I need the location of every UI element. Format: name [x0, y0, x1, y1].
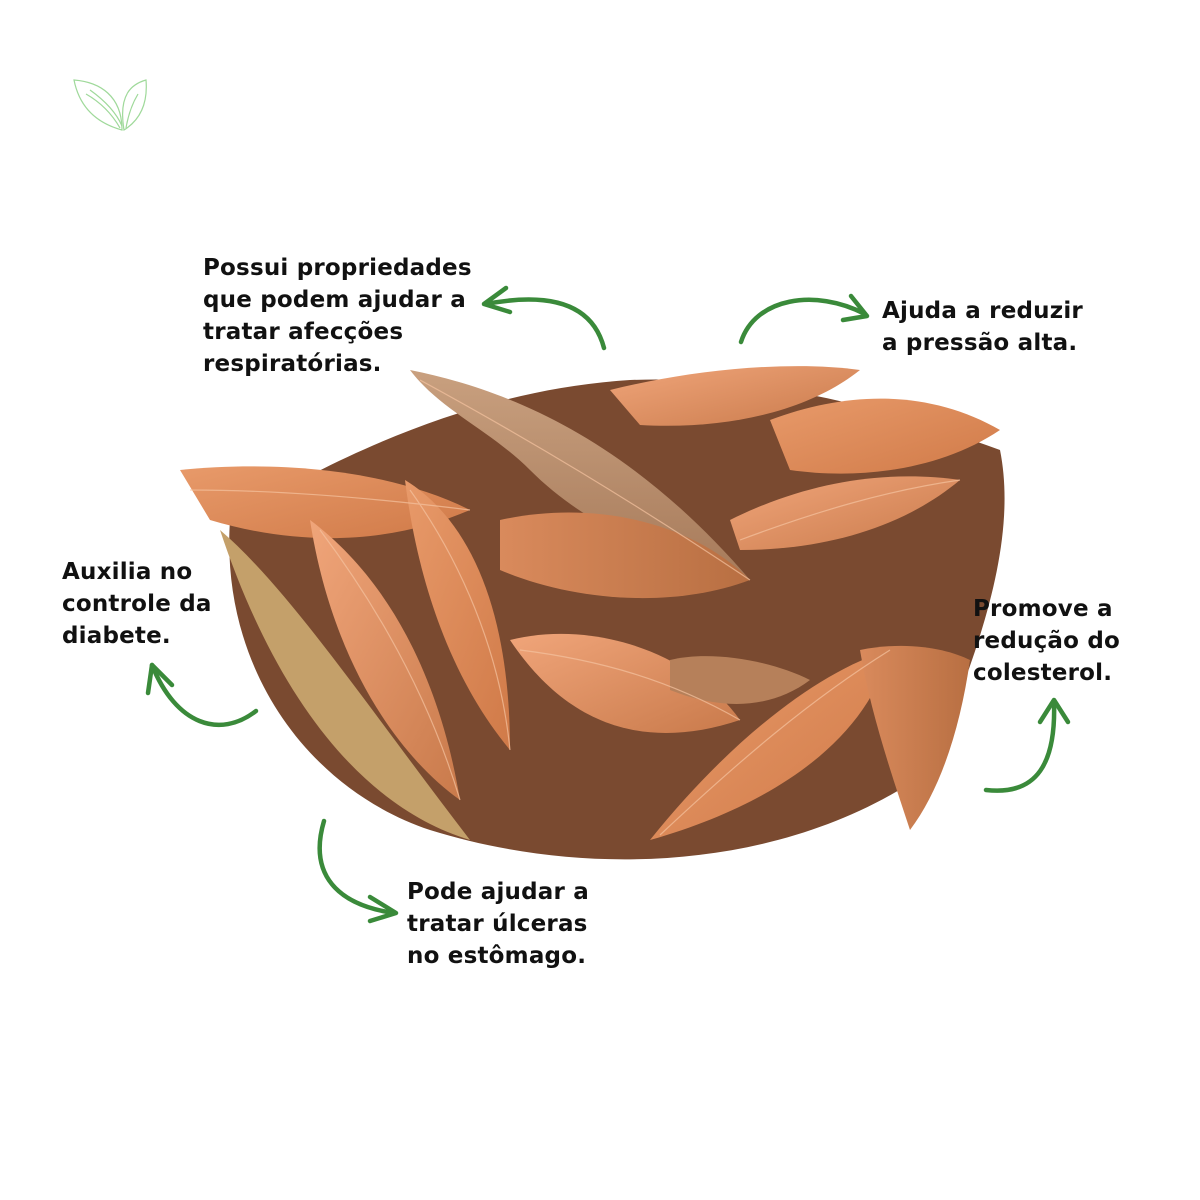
callout-ulcers: Pode ajudar a tratar úlceras no estômago…	[407, 876, 589, 972]
curved-arrow-icon	[317, 818, 399, 924]
dried-leaves-pile-image	[180, 366, 1005, 860]
callout-diabetes: Auxilia no controle da diabete.	[62, 556, 212, 652]
callout-line: controle da	[62, 591, 212, 617]
callout-line: respiratórias.	[203, 351, 382, 377]
callout-line: no estômago.	[407, 943, 587, 969]
callout-line: Pode ajudar a	[407, 879, 589, 905]
callout-line: Promove a	[973, 596, 1113, 622]
curved-arrow-icon	[738, 293, 870, 345]
callout-cholesterol: Promove a redução do colesterol.	[973, 593, 1120, 689]
callout-line: tratar afecções	[203, 319, 404, 345]
curved-arrow-icon	[481, 285, 607, 351]
curved-arrow-icon	[145, 662, 259, 728]
callout-respiratory: Possui propriedades que podem ajudar a t…	[203, 252, 472, 380]
callout-line: Ajuda a reduzir	[882, 298, 1083, 324]
callout-line: a pressão alta.	[882, 330, 1078, 356]
callout-line: Possui propriedades	[203, 255, 472, 281]
callout-line: colesterol.	[973, 660, 1113, 686]
callout-blood-pressure: Ajuda a reduzir a pressão alta.	[882, 295, 1083, 359]
callout-line: Auxilia no	[62, 559, 193, 585]
callout-line: redução do	[973, 628, 1121, 654]
callout-line: diabete.	[62, 623, 171, 649]
callout-line: que podem ajudar a	[203, 287, 466, 313]
callout-line: tratar úlceras	[407, 911, 588, 937]
curved-arrow-icon	[983, 697, 1071, 793]
leaf-logo-icon	[73, 79, 147, 131]
